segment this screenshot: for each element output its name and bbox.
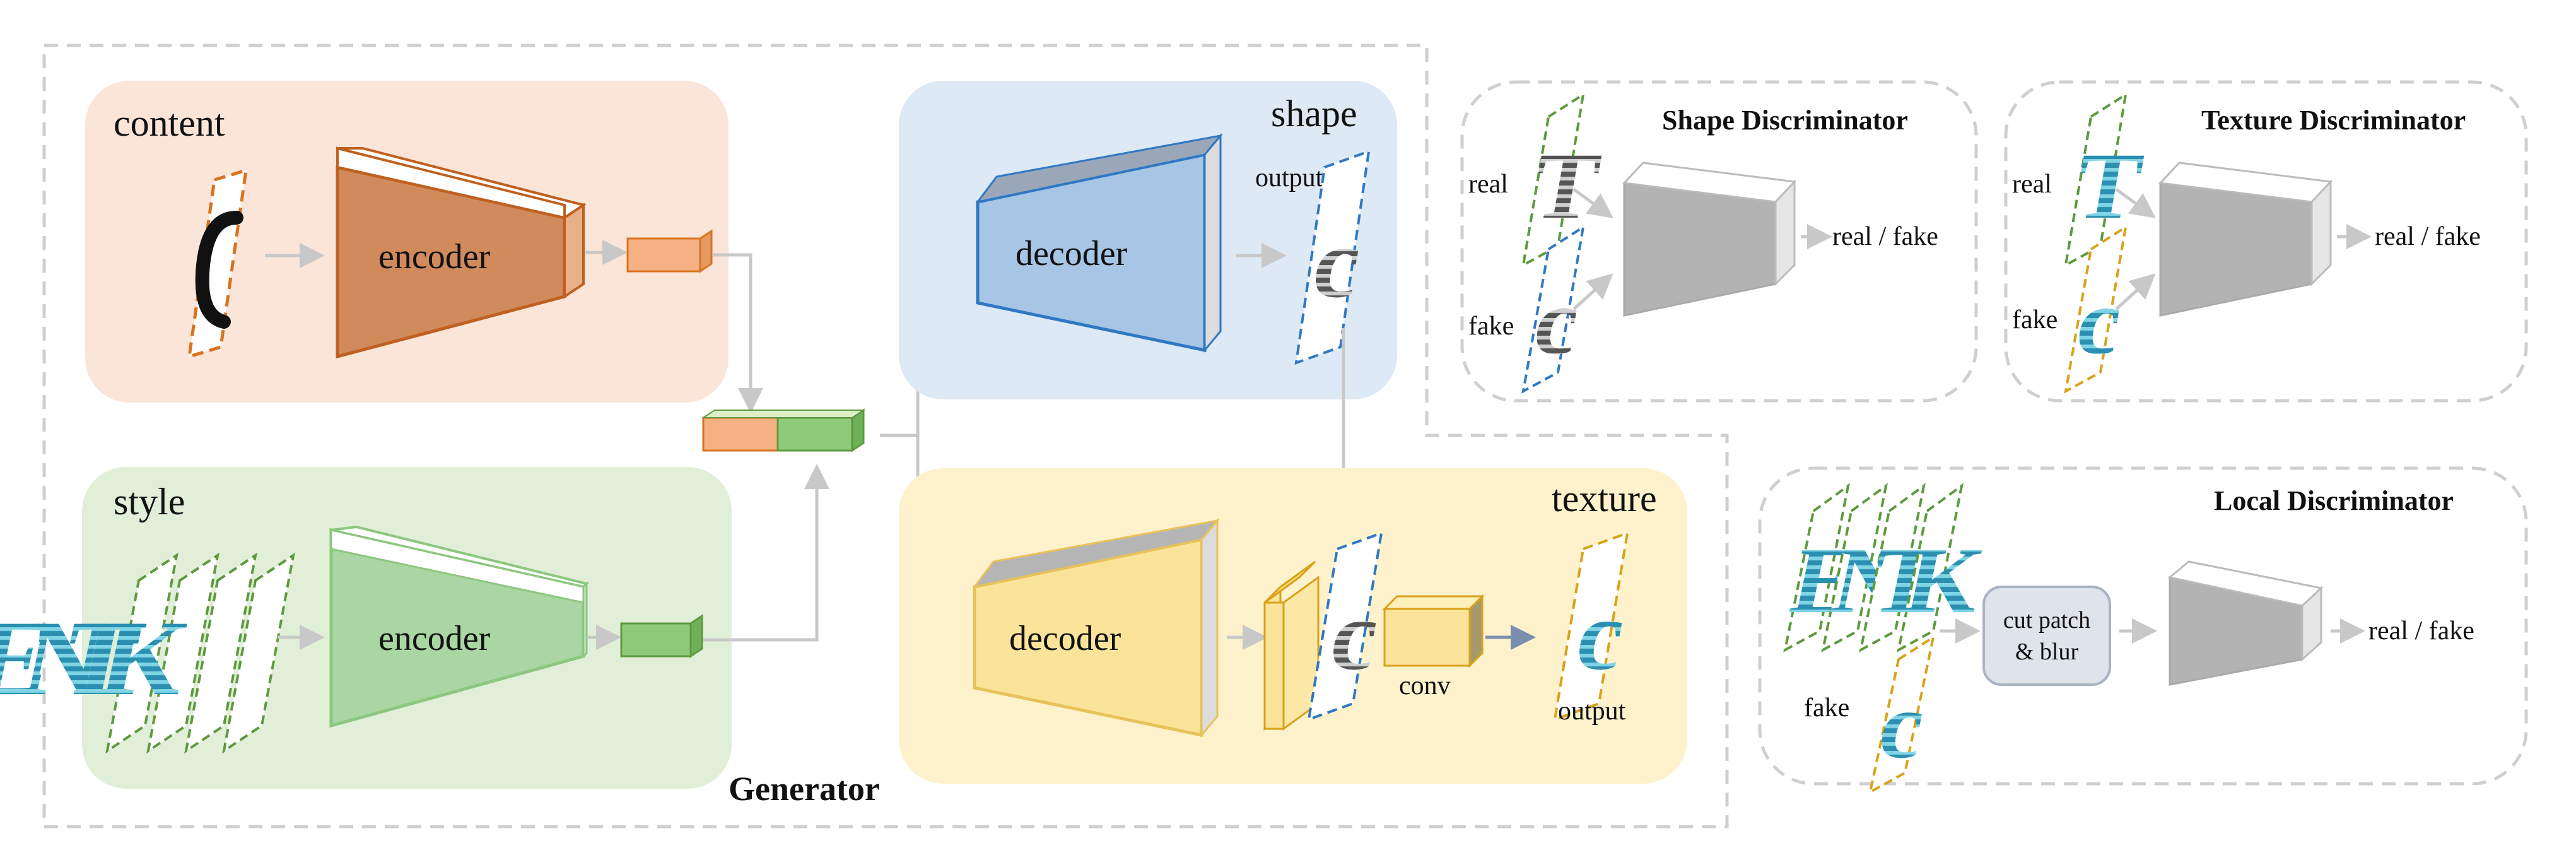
- local-discriminator-title: Local Discriminator: [2214, 485, 2454, 516]
- texture-discriminator-output: real / fake: [2375, 222, 2481, 251]
- arrow: [713, 253, 763, 413]
- style-box: style E N T K encoder: [0, 467, 732, 789]
- svg-text:c: c: [2069, 269, 2129, 374]
- content-encoder: encoder: [336, 146, 587, 359]
- arrow: [703, 464, 829, 642]
- svg-text:T: T: [1525, 133, 1607, 239]
- texture-discriminator-net: [2158, 162, 2333, 317]
- style-encoder-label: encoder: [378, 619, 491, 658]
- svg-text:c: c: [1872, 673, 1933, 778]
- content-feature: [626, 229, 713, 273]
- shape-decoder-label: decoder: [1016, 234, 1128, 273]
- arrow: [2115, 187, 2157, 218]
- texture-decoder-label: decoder: [1009, 619, 1121, 658]
- content-box: content encoder: [85, 81, 729, 403]
- style-label: style: [114, 481, 185, 522]
- texture-discriminator-real-label: real: [2012, 170, 2052, 199]
- content-encoder-label: encoder: [378, 237, 491, 276]
- shape-box: shape decoder output c: [899, 81, 1397, 399]
- arrow: [1572, 273, 1613, 310]
- content-label: content: [114, 102, 225, 144]
- shape-discriminator: Shape Discriminator real fake T c real /…: [1460, 80, 1978, 403]
- shape-decoder: decoder: [975, 133, 1223, 353]
- concat-feature: [701, 408, 866, 452]
- shape-output-label: output: [1255, 163, 1323, 192]
- arrow: [2115, 273, 2156, 310]
- shape-discriminator-output: real / fake: [1832, 222, 1938, 251]
- texture-output-label: output: [1558, 697, 1626, 726]
- cut-patch-blur-block: cut patch & blur: [1982, 586, 2111, 686]
- svg-text:T: T: [2068, 133, 2149, 239]
- conv-block: conv: [1382, 594, 1485, 700]
- generator-border: [42, 44, 1729, 829]
- generator-title: Generator: [729, 770, 880, 808]
- svg-text:c: c: [1526, 269, 1587, 374]
- arrow: [1572, 187, 1614, 218]
- style-encoder: encoder: [329, 525, 589, 728]
- fake-glyph-card: c: [1521, 224, 1587, 394]
- texture-label: texture: [1552, 478, 1657, 519]
- texture-discriminator: Texture Discriminator real fake T c real…: [2004, 80, 2528, 403]
- shape-discriminator-real-label: real: [1468, 170, 1508, 199]
- texture-decoder: decoder: [972, 517, 1220, 738]
- conv-label: conv: [1399, 671, 1451, 700]
- shape-label: shape: [1271, 93, 1357, 134]
- local-discriminator: Local Discriminator E N T K fake c cut p…: [1758, 466, 2528, 794]
- shape-discriminator-net: [1622, 162, 1797, 317]
- shape-output-card: c: [1294, 149, 1371, 365]
- cut-patch-line1: cut patch: [2003, 607, 2090, 634]
- local-discriminator-output: real / fake: [2368, 616, 2474, 646]
- texture-stack: [1263, 560, 1320, 731]
- local-discriminator-fake-label: fake: [1804, 693, 1849, 722]
- texture-discriminator-title: Texture Discriminator: [2201, 105, 2466, 136]
- texture-discriminator-fake-label: fake: [2012, 305, 2058, 334]
- shape-discriminator-title: Shape Discriminator: [1662, 105, 1908, 136]
- style-feature: [620, 614, 703, 658]
- shape-discriminator-fake-label: fake: [1468, 312, 1514, 341]
- local-discriminator-net: [2167, 560, 2324, 686]
- content-glyph-card: [187, 168, 249, 359]
- texture-box: texture decoder c conv c: [899, 468, 1687, 784]
- cut-patch-line2: & blur: [2015, 639, 2079, 665]
- local-fake-glyph-card: c: [1868, 634, 1935, 794]
